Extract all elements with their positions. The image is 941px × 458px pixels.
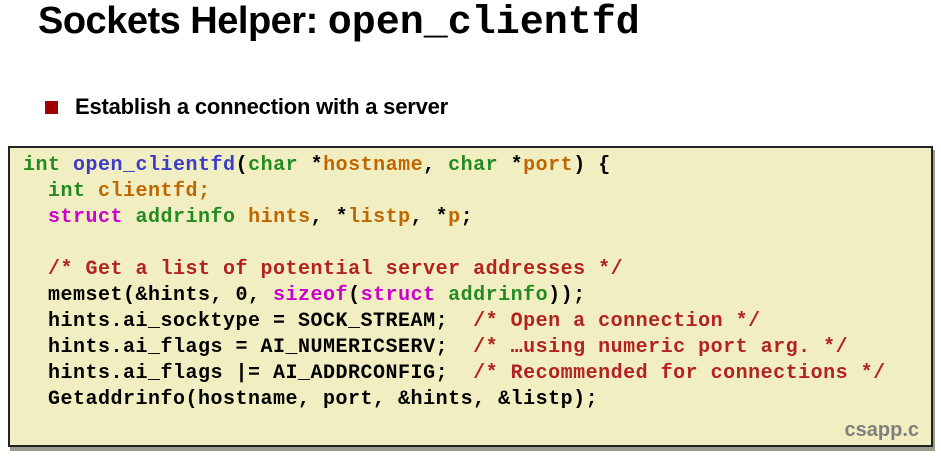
code-line (23, 231, 931, 257)
slide-title: Sockets Helper:open_clientfd (38, 0, 640, 46)
bullet-square-icon (45, 100, 58, 114)
code-line: struct addrinfo hints, *listp, *p; (48, 206, 474, 229)
code-line: /* Get a list of potential server addres… (48, 258, 624, 281)
code-line: hints.ai_socktype = SOCK_STREAM; /* Open… (23, 310, 761, 333)
code-line: int clientfd; (48, 180, 211, 203)
code-block: int open_clientfd(char *hostname, char *… (8, 146, 933, 447)
code-line: hints.ai_flags |= AI_ADDRCONFIG; /* Reco… (23, 362, 886, 385)
slide-title-text: Sockets Helper: (38, 0, 318, 42)
slide-title-function-name: open_clientfd (327, 1, 640, 46)
bullet-item: Establish a connection with a server (45, 94, 448, 120)
code-line: Getaddrinfo(hostname, port, &hints, &lis… (23, 388, 599, 411)
code-line: int open_clientfd(char *hostname, char *… (23, 154, 611, 177)
code-filename-label: csapp.c (844, 419, 919, 441)
bullet-text: Establish a connection with a server (75, 94, 449, 119)
code-line: memset(&hints, 0, sizeof(struct addrinfo… (23, 284, 586, 307)
code-lines: int open_clientfd(char *hostname, char *… (23, 153, 931, 413)
code-line: hints.ai_flags = AI_NUMERICSERV; /* …usi… (23, 336, 849, 359)
